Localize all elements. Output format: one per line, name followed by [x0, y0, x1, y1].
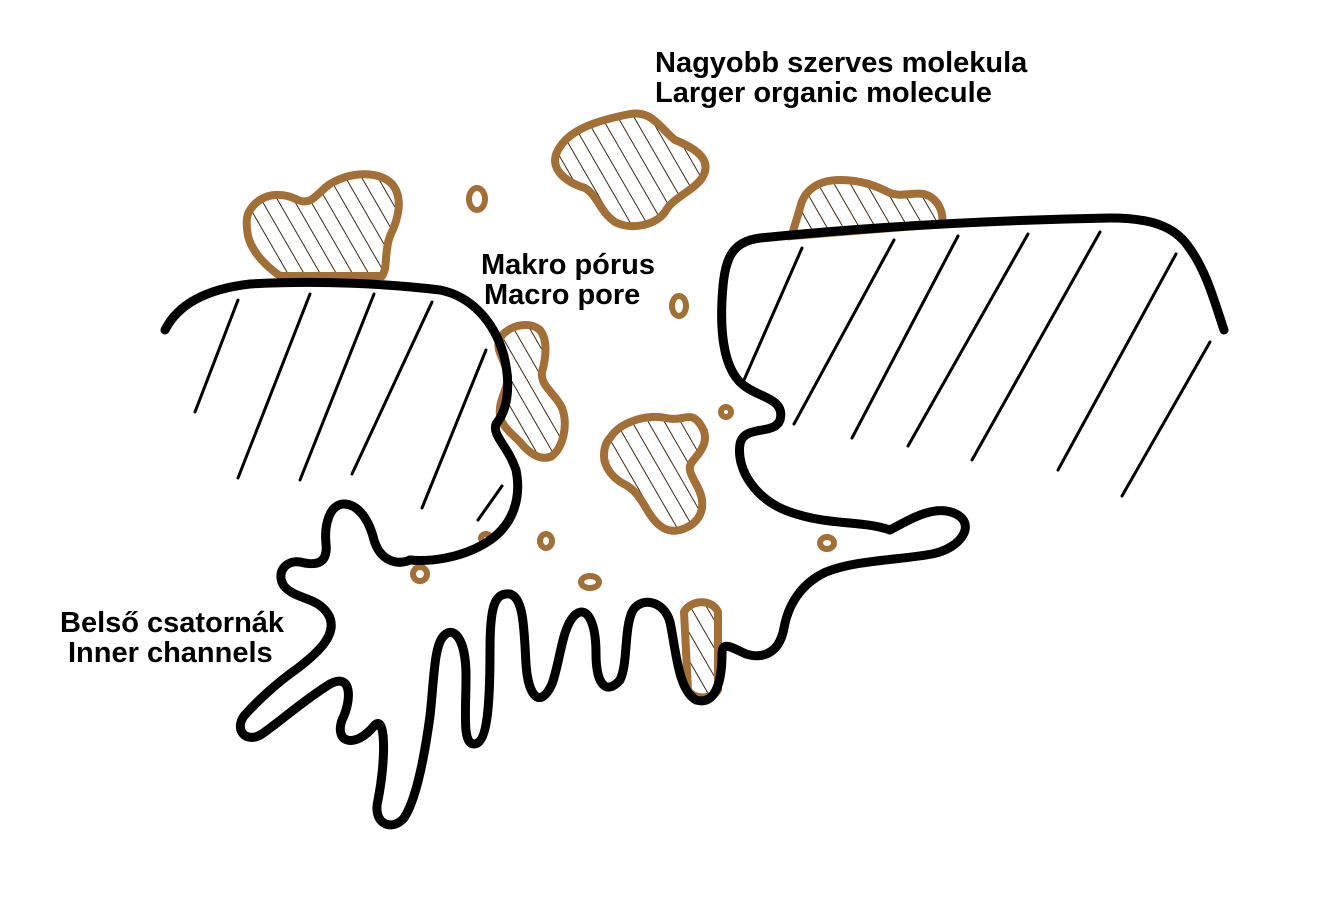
inner-channels-outline — [235, 499, 970, 830]
organic-molecule-floating — [599, 413, 709, 535]
label-larger-organic-molecule: Nagyobb szerves molekula Larger organic … — [655, 48, 1027, 108]
hatch-line — [906, 232, 1030, 448]
label-macro-en: Macro pore — [484, 279, 641, 311]
left-plate — [160, 277, 523, 565]
organic-molecules — [242, 109, 947, 702]
right-plate-outline — [717, 213, 1229, 535]
particle — [817, 534, 837, 552]
hatch-line — [298, 292, 376, 482]
hatch-line — [193, 298, 240, 414]
hatch-line — [236, 292, 312, 480]
small-particles — [410, 185, 837, 591]
label-inner-channels: Belső csatornák Inner channels — [60, 608, 284, 668]
hatch-line — [792, 238, 896, 426]
particle — [410, 564, 430, 584]
particle — [466, 185, 488, 213]
left-plate-outline — [160, 277, 523, 565]
hatch-line — [1120, 340, 1212, 498]
hatch-line — [420, 348, 488, 510]
hatch-line — [350, 300, 434, 476]
label-channels-en: Inner channels — [68, 637, 273, 669]
hatch-line — [850, 234, 960, 440]
hatch-line — [1056, 252, 1178, 472]
particle — [669, 293, 689, 319]
organic-molecule-top-left — [242, 170, 403, 280]
label-macro-hu: Makro pórus — [481, 249, 656, 281]
label-molecule-hu: Nagyobb szerves molekula — [655, 47, 1028, 79]
label-channels-hu: Belső csatornák — [60, 607, 285, 639]
hatch-line — [970, 230, 1102, 462]
particle — [578, 573, 602, 591]
particle — [537, 531, 555, 551]
organic-molecule-top-center — [551, 109, 710, 231]
hatch-line — [476, 484, 504, 522]
hatch-line — [742, 246, 804, 382]
right-plate — [717, 213, 1229, 535]
organic-molecule-channel — [679, 598, 722, 702]
label-macro-pore: Makro pórus Macro pore — [481, 250, 655, 310]
label-molecule-en: Larger organic molecule — [655, 77, 992, 109]
particle — [718, 404, 734, 420]
